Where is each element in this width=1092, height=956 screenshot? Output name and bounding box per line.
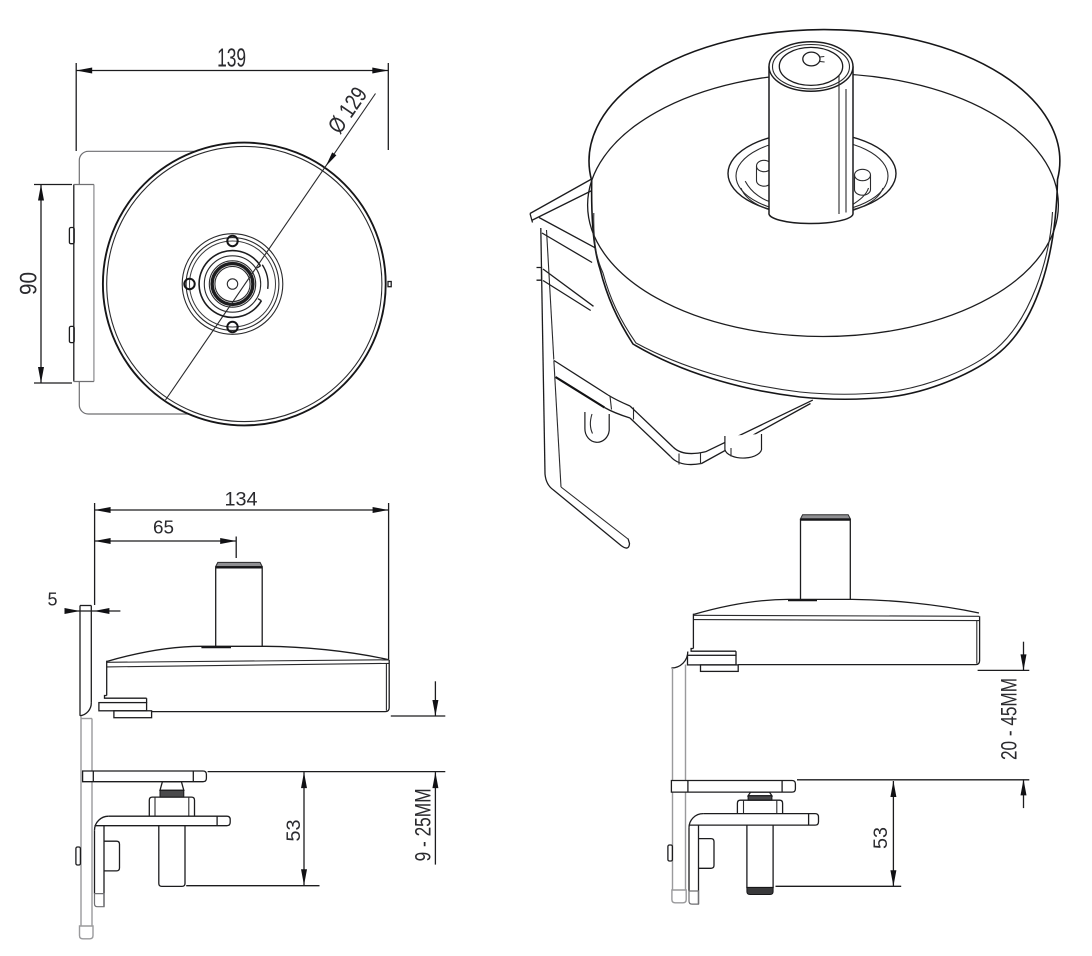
svg-text:139: 139 <box>217 44 246 72</box>
svg-text:134: 134 <box>225 489 258 511</box>
svg-text:65: 65 <box>153 518 174 538</box>
svg-text:5: 5 <box>48 590 58 610</box>
svg-text:53: 53 <box>283 820 305 842</box>
svg-text:90: 90 <box>16 272 43 295</box>
svg-text:20 - 45MM: 20 - 45MM <box>997 678 1022 760</box>
svg-text:9 - 25MM: 9 - 25MM <box>411 788 436 861</box>
svg-text:53: 53 <box>870 827 892 849</box>
